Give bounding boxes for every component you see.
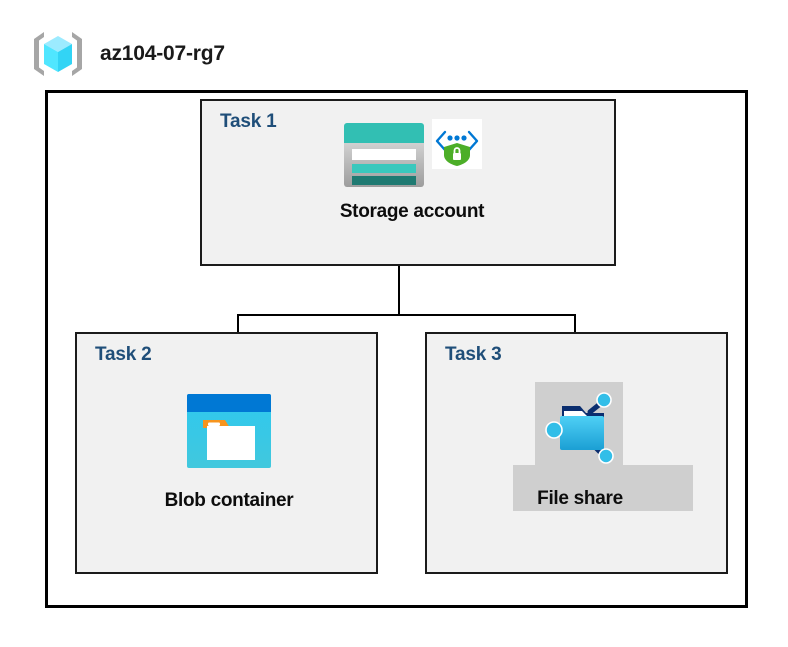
task-1-label: Task 1	[220, 111, 277, 132]
storage-account-icon	[342, 119, 426, 191]
resource-group-container: Task 1	[45, 90, 748, 608]
file-share-icon	[538, 384, 622, 468]
task-3-label: Task 3	[445, 344, 502, 365]
task-2-label: Task 2	[95, 344, 152, 365]
task-2-box: Task 2	[75, 332, 378, 574]
secure-endpoint-shield-icon	[432, 119, 482, 169]
file-share-label: File share	[537, 488, 623, 509]
resource-group-header: az104-07-rg7	[30, 28, 225, 80]
node-file-share: File share	[485, 384, 675, 518]
connector-storage-trunk	[398, 266, 400, 315]
blob-container-icon	[185, 392, 273, 470]
task-3-box: Task 3	[425, 332, 728, 574]
connector-horizontal-bus	[237, 314, 576, 316]
node-storage-account: Storage account	[302, 119, 522, 223]
storage-account-label: Storage account	[339, 201, 485, 222]
file-share-label-backdrop	[513, 465, 693, 511]
task-1-box: Task 1	[200, 99, 616, 266]
blob-container-label: Blob container	[164, 490, 294, 511]
blob-container-icon-group	[185, 392, 273, 470]
resource-group-icon	[30, 28, 86, 80]
resource-group-title: az104-07-rg7	[100, 42, 225, 65]
storage-account-icon-group	[342, 119, 482, 191]
file-share-icon-group	[538, 384, 622, 468]
node-blob-container: Blob container	[139, 392, 319, 512]
